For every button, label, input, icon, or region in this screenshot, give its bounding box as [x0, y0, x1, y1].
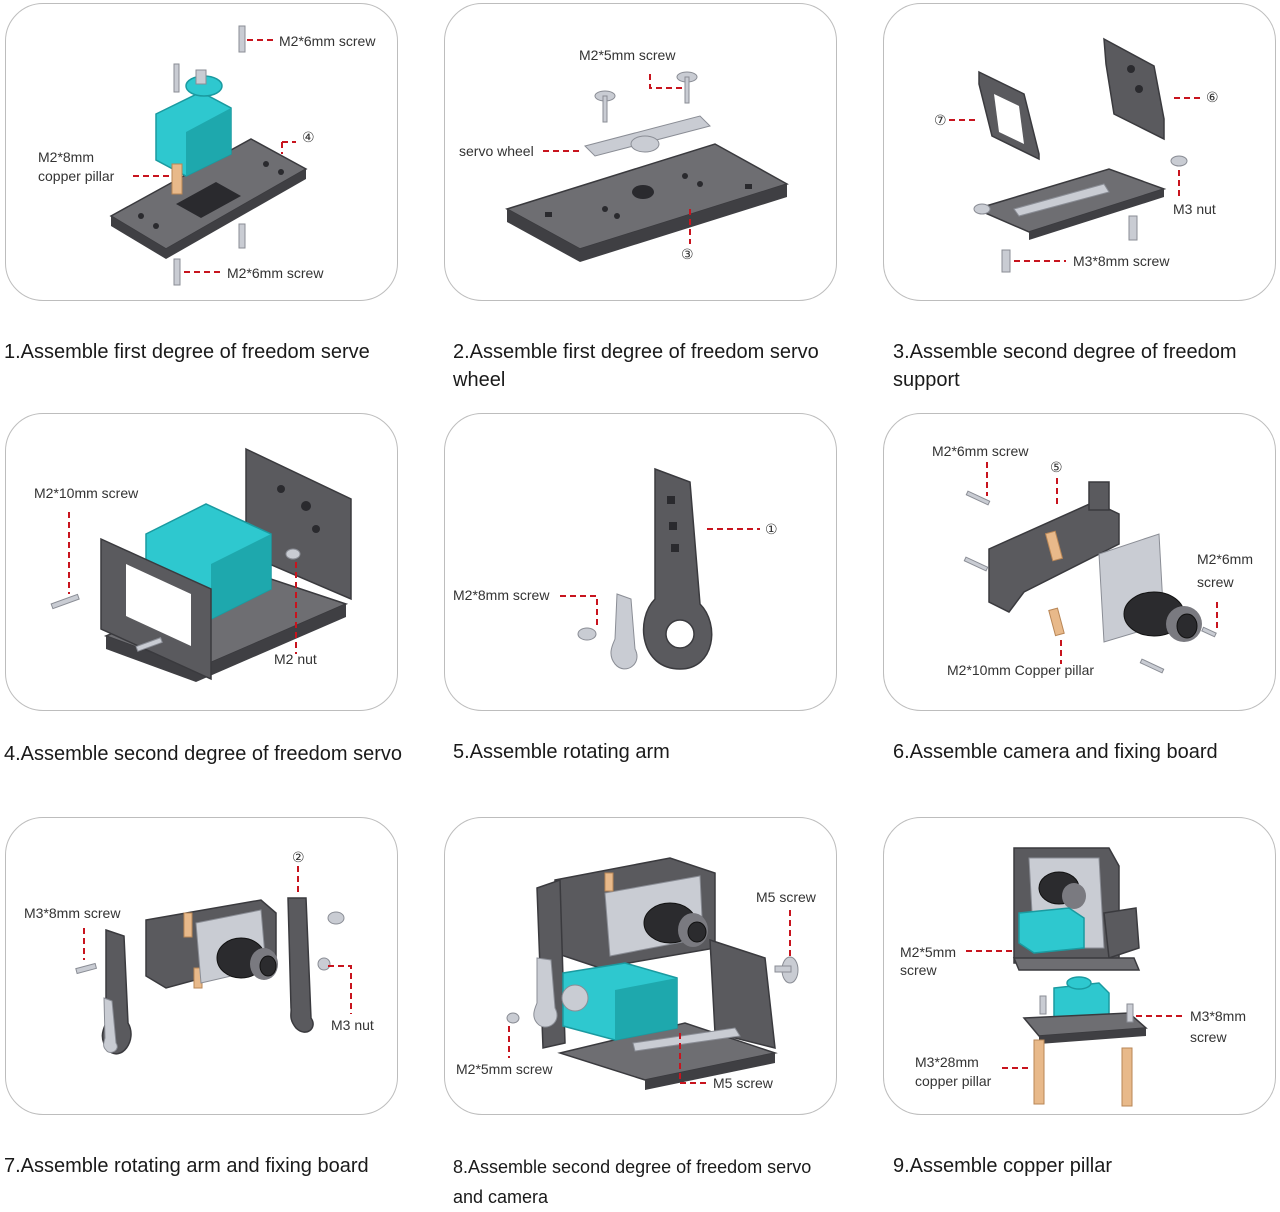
label-part-4: ④ — [302, 129, 315, 145]
step-6-illustration — [963, 462, 1218, 674]
label-m2-5mm-screw-line2: screw — [900, 962, 937, 978]
label-part-7: ⑦ — [934, 112, 947, 128]
caption-step-9: 9.Assemble copper pillar — [893, 1155, 1112, 1177]
caption-step-4: 4.Assemble second degree of freedom serv… — [4, 743, 402, 765]
label-m5-screw-top: M5 screw — [756, 889, 816, 905]
step-3-panel: ⑦ ⑥ M3 nut M3*8mm screw — [883, 3, 1276, 301]
label-m5-screw-bottom: M5 screw — [713, 1075, 773, 1091]
label-m3-nut: M3 nut — [1173, 201, 1216, 217]
label-m2-nut: M2 nut — [274, 651, 317, 667]
step-9-panel: M2*5mm screw M3*8mm screw M3*28mm copper… — [883, 817, 1276, 1115]
label-part-2: ② — [292, 849, 305, 865]
caption-step-2: 2.Assemble first degree of freedom servo… — [453, 341, 819, 391]
step-6-panel: M2*6mm screw ⑤ M2*6mm screw M2*10mm Copp… — [883, 413, 1276, 711]
label-m2-5mm-screw-line1: M2*5mm — [900, 944, 957, 960]
label-m2-10mm-copper-pillar: M2*10mm Copper pillar — [947, 662, 1095, 678]
step-8-panel: M5 screw M2*5mm screw M5 screw — [444, 817, 837, 1115]
caption-step-3: 3.Assemble second degree of freedom supp… — [893, 341, 1237, 391]
label-m2-6mm-screw-bottom: M2*6mm screw — [227, 265, 324, 281]
caption-step-5: 5.Assemble rotating arm — [453, 741, 670, 763]
label-m2-8mm-screw: M2*8mm screw — [453, 587, 550, 603]
label-part-3: ③ — [681, 246, 694, 262]
label-m3-8mm-screw: M3*8mm screw — [24, 905, 121, 921]
label-m3-8mm-screw-line2: screw — [1190, 1029, 1227, 1045]
label-part-5: ⑤ — [1050, 459, 1063, 475]
label-m2-10mm-screw: M2*10mm screw — [34, 485, 139, 501]
step-1-panel: M2*6mm screw M2*8mm copper pillar ④ M2*6… — [5, 3, 398, 301]
step-4-illustration — [50, 447, 352, 682]
label-m2-8mm-pillar-line1: M2*8mm — [38, 149, 95, 165]
label-m2-5mm-screw: M2*5mm screw — [456, 1061, 553, 1077]
step-7-illustration — [75, 866, 352, 1055]
label-part-6: ⑥ — [1206, 89, 1219, 105]
label-m2-6mm-screw: M2*6mm screw — [932, 443, 1029, 459]
step-5-illustration — [560, 467, 760, 670]
label-m3-8mm-screw-line1: M3*8mm — [1190, 1008, 1247, 1024]
step-7-panel: ② M3*8mm screw M3 nut — [5, 817, 398, 1115]
step-1-illustration — [109, 25, 308, 286]
step-9-illustration — [966, 847, 1184, 1107]
label-m3-28mm-pillar-line2: copper pillar — [915, 1073, 992, 1089]
label-m2-6mm-screw-top: M2*6mm screw — [279, 33, 376, 49]
caption-step-1: 1.Assemble first degree of freedom serve — [4, 341, 370, 363]
step-3-illustration — [949, 37, 1204, 273]
label-part-1: ① — [765, 521, 778, 537]
caption-step-6: 6.Assemble camera and fixing board — [893, 741, 1218, 763]
label-m3-nut: M3 nut — [331, 1017, 374, 1033]
label-m2-5mm-screw: M2*5mm screw — [579, 47, 676, 63]
label-m3-8mm-screw: M3*8mm screw — [1073, 253, 1170, 269]
caption-step-8: 8.Assemble second degree of freedom serv… — [453, 1157, 812, 1207]
label-m3-28mm-pillar-line1: M3*28mm — [915, 1054, 979, 1070]
label-m2-6mm-screw-right-line2: screw — [1197, 574, 1234, 590]
step-2-panel: M2*5mm screw servo wheel ③ — [444, 3, 837, 301]
label-servo-wheel: servo wheel — [459, 143, 534, 159]
step-5-panel: ① M2*8mm screw — [444, 413, 837, 711]
step-4-panel: M2*10mm screw M2 nut — [5, 413, 398, 711]
step-8-illustration — [506, 857, 799, 1090]
label-m2-6mm-screw-right-line1: M2*6mm — [1197, 551, 1254, 567]
step-2-illustration — [505, 71, 789, 262]
caption-step-7: 7.Assemble rotating arm and fixing board — [4, 1155, 369, 1177]
label-m2-8mm-pillar-line2: copper pillar — [38, 168, 115, 184]
